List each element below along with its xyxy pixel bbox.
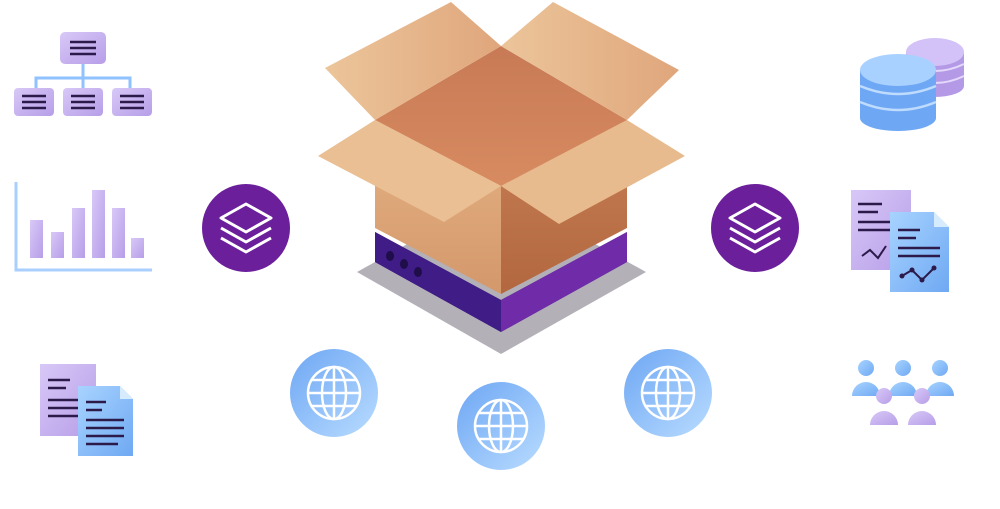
globe-icon	[473, 398, 529, 454]
right-layers-badge	[711, 184, 799, 272]
globe-badge-left	[290, 349, 378, 437]
globe-badge-center	[457, 382, 545, 470]
globe-icon	[306, 365, 362, 421]
back-right-flap	[501, 2, 679, 120]
back-left-flap	[325, 2, 501, 120]
analytics-report-icon	[851, 190, 949, 292]
front-left-flap	[318, 120, 501, 222]
left-layers-badge	[202, 184, 290, 272]
open-box-icon	[318, 2, 685, 354]
globe-icon	[640, 365, 696, 421]
front-right-flap	[501, 120, 685, 224]
team-icon	[852, 360, 954, 425]
hierarchy-icon	[14, 32, 152, 116]
layers-icon	[219, 202, 273, 254]
documents-icon	[40, 364, 133, 456]
globe-badge-right	[624, 349, 712, 437]
database-icon	[859, 38, 965, 131]
server-base	[375, 232, 627, 332]
layers-icon	[728, 202, 782, 254]
bar-chart-icon	[14, 182, 152, 272]
box-inside	[375, 46, 627, 186]
